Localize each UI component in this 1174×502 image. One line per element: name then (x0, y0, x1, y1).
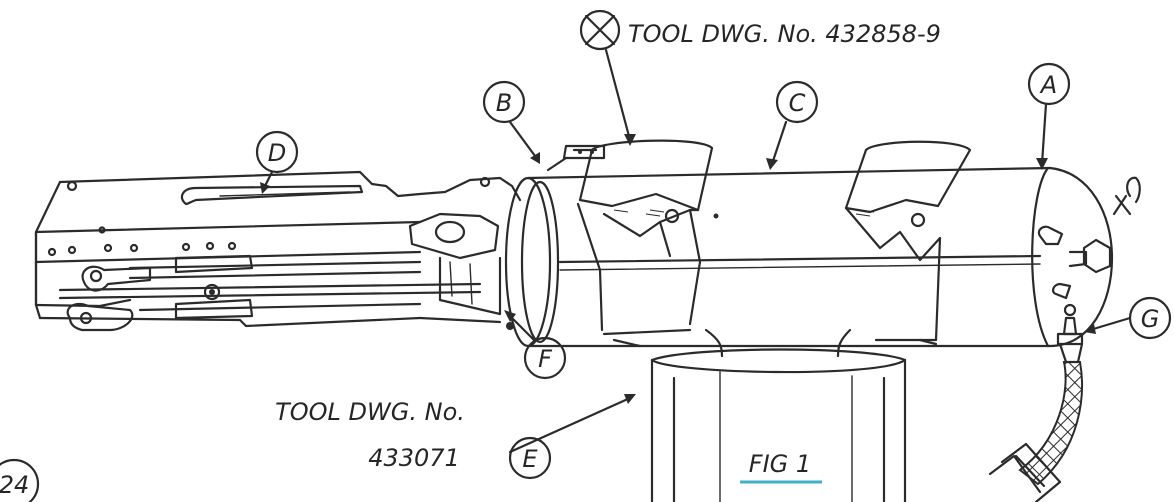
callout-g-letter: G (1141, 305, 1160, 333)
callout-x (579, 9, 636, 146)
callout-d (255, 130, 299, 194)
callout-g (1084, 296, 1172, 340)
callout-a-letter: A (1039, 71, 1057, 99)
tool-drawing-number-left: 433071 (368, 444, 460, 472)
figure-caption: FIG 1 (749, 450, 811, 478)
clamp-band-right (844, 140, 972, 342)
slide-bar-part (34, 170, 522, 332)
callout-d-letter: D (268, 139, 286, 167)
callout-e-letter: E (522, 445, 538, 473)
tool-drawing-label-left: TOOL DWG. No. (275, 398, 465, 426)
clamp-band-left (576, 139, 714, 336)
tool-drawing-number-top: TOOL DWG. No. 432858-9 (628, 20, 941, 48)
callout-x-letter: X (590, 17, 609, 45)
callout-c-letter: C (789, 89, 806, 117)
top-latch (546, 144, 606, 172)
main-cylinder-part (504, 166, 1114, 348)
callout-e (508, 394, 636, 480)
page-number: 24 (0, 471, 29, 499)
end-cap-details (1037, 176, 1141, 336)
callout-b (482, 80, 540, 164)
callout-c (766, 80, 819, 170)
page-number-circle (0, 458, 40, 502)
callout-f-letter: F (538, 345, 553, 373)
callout-b-letter: B (496, 89, 512, 117)
hose-fitting (988, 332, 1084, 502)
callout-f (504, 310, 567, 380)
tee-stand (612, 328, 938, 502)
callout-a (1027, 62, 1071, 170)
